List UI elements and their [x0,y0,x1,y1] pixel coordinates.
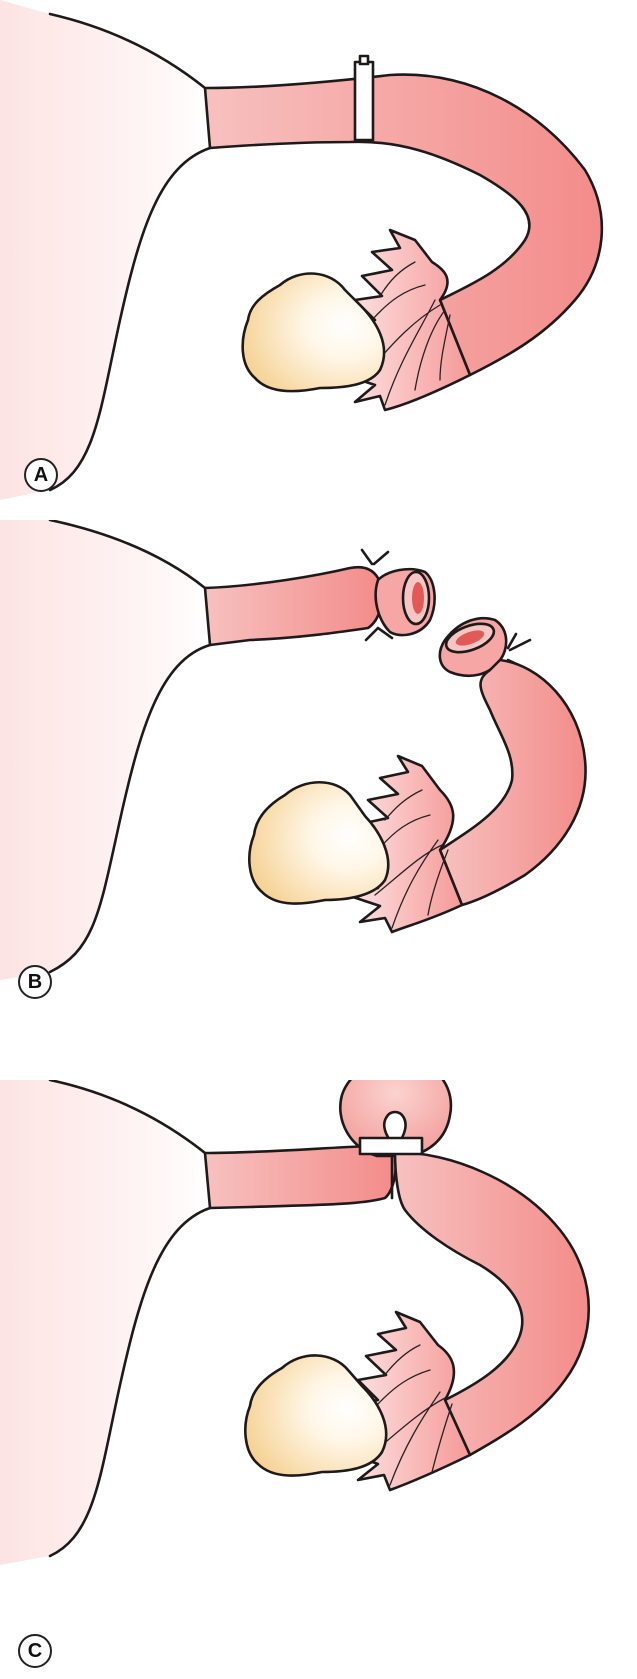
panel-b-label: B [18,965,52,999]
fallopian-tube [438,658,587,907]
ovary [248,781,390,905]
panel-b-illustration [0,520,587,980]
proximal-tube-stump [203,565,384,647]
ovary [244,1354,388,1477]
panel-a-clip-occlusion: A [0,0,637,520]
panel-a-illustration [0,0,604,500]
occlusion-ring [358,1136,424,1156]
proximal-tube [203,1144,398,1210]
fimbriae [341,1310,472,1492]
ovary [241,272,386,393]
occlusion-clip [353,60,375,142]
panel-c-ring-ligation: C [0,1080,637,1679]
uterus-body [0,0,210,500]
fallopian-tube [203,73,604,377]
panel-a-label: A [24,458,58,492]
uterus-body [0,1080,210,1565]
panel-c-label: C [18,1634,52,1668]
uterus-body [0,520,210,980]
panel-c-illustration [0,1080,591,1565]
panel-b-salpingectomy: B [0,520,637,1080]
